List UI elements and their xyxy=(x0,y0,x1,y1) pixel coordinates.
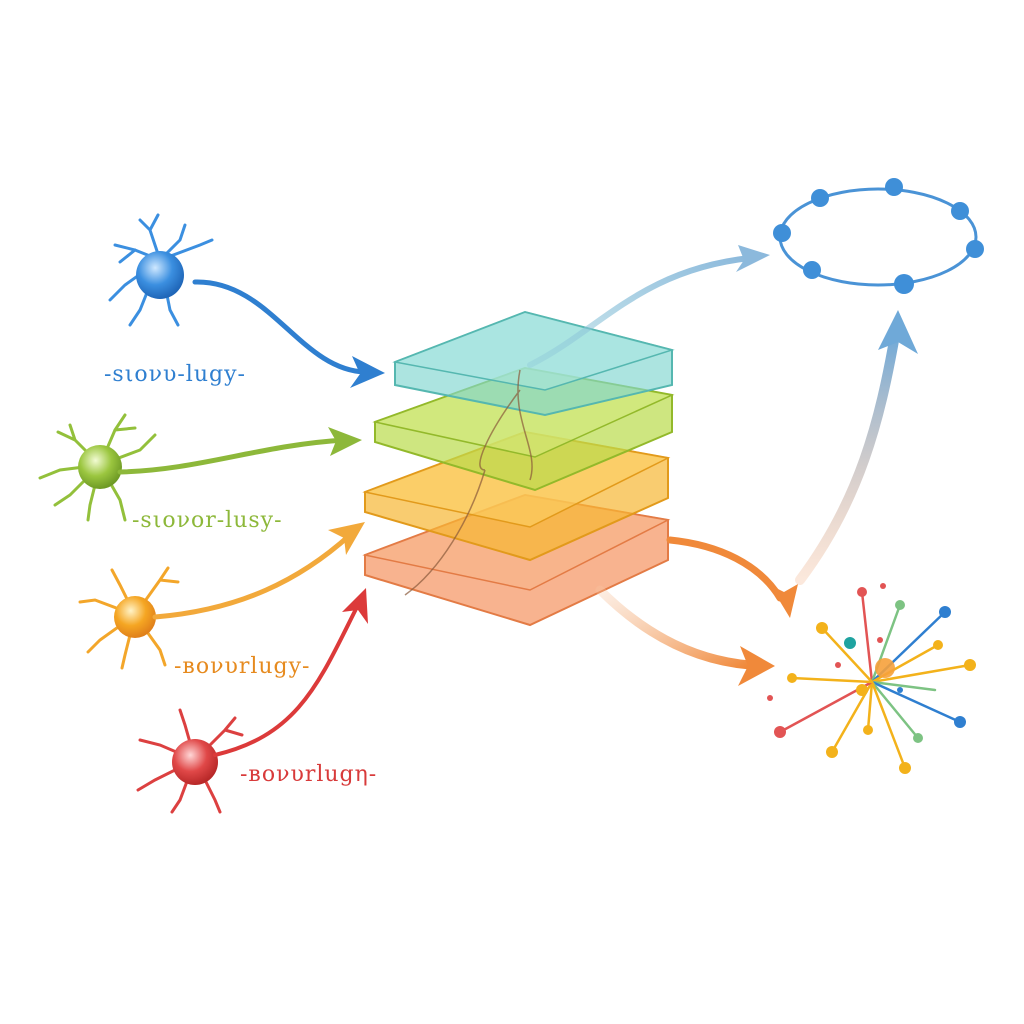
neuron-blue xyxy=(108,213,214,327)
arrow-green-input xyxy=(117,427,362,475)
neuron-red xyxy=(136,708,244,814)
arrow-to-ring xyxy=(527,245,770,368)
neuron-label-orange: -ʙονυrlugy- xyxy=(174,654,311,679)
neuron-orange xyxy=(78,566,180,670)
arrow-blue-input xyxy=(192,279,385,388)
layer-crack-lines xyxy=(404,369,533,596)
arrow-to-burst-lower xyxy=(595,585,775,686)
neuron-green xyxy=(38,413,157,522)
layer-stack xyxy=(362,310,675,627)
arrow-burst-to-ring xyxy=(795,310,918,585)
neuron-label-green: -sιονοr-lusy- xyxy=(132,508,283,533)
ring-network xyxy=(773,178,984,294)
arrow-to-burst-upper xyxy=(666,536,798,618)
arrow-orange-input xyxy=(152,522,365,620)
neuron-label-red: -ʙονυrlugη- xyxy=(240,762,378,787)
burst-cluster xyxy=(767,583,976,774)
neuron-label-blue: -sιονυ-lugy- xyxy=(104,362,246,387)
arrow-red-input xyxy=(213,588,368,757)
